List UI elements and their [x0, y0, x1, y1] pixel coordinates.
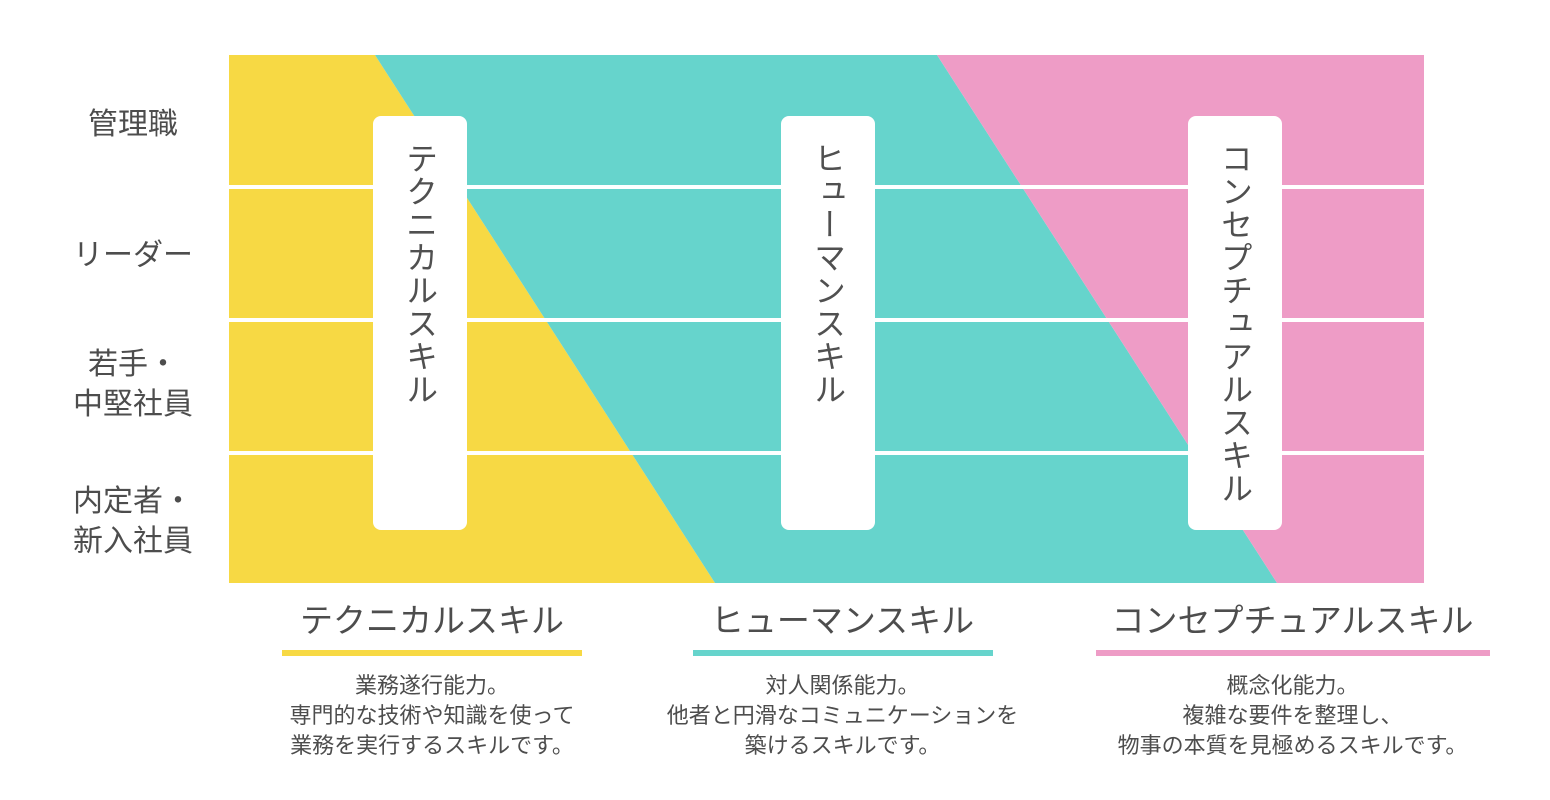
technical-skill-pill-label: テクニカルスキル — [401, 142, 439, 406]
row-label-new-employee: 内定者・ 新入社員 — [73, 484, 193, 559]
technical-skill-pill: テクニカルスキル — [373, 116, 467, 530]
human-skill-legend: ヒューマンスキル 対人関係能力。 他者と円滑なコミュニケーションを 築けるスキル… — [640, 598, 1045, 762]
human-skill-title: ヒューマンスキル — [710, 601, 975, 640]
technical-skill-description: 業務遂行能力。 専門的な技術や知識を使って 業務を実行するスキルです。 — [289, 674, 575, 759]
human-skill-pill: ヒューマンスキル — [781, 116, 875, 530]
technical-skill-underline — [282, 650, 582, 656]
human-skill-underline — [692, 650, 993, 656]
conceptual-skill-pill-label: コンセプチュアルスキル — [1216, 142, 1254, 505]
row-label-leader: リーダー — [73, 238, 193, 273]
conceptual-skill-underline — [1095, 650, 1490, 656]
human-skill-pill-label: ヒューマンスキル — [809, 142, 847, 406]
conceptual-skill-pill: コンセプチュアルスキル — [1188, 116, 1282, 530]
conceptual-skill-title: コンセプチュアルスキル — [1111, 601, 1474, 640]
conceptual-skill-legend: コンセプチュアルスキル 概念化能力。 複雑な要件を整理し、 物事の本質を見極める… — [1085, 598, 1500, 762]
row-label-young-employee: 若手・ 中堅社員 — [73, 347, 193, 422]
conceptual-skill-description: 概念化能力。 複雑な要件を整理し、 物事の本質を見極めるスキルです。 — [1117, 674, 1468, 759]
technical-skill-legend: テクニカルスキル 業務遂行能力。 専門的な技術や知識を使って 業務を実行するスキ… — [272, 598, 592, 762]
human-skill-description: 対人関係能力。 他者と円滑なコミュニケーションを 築けるスキルです。 — [666, 674, 1019, 759]
row-label-manager: 管理職 — [88, 107, 178, 142]
technical-skill-title: テクニカルスキル — [300, 601, 564, 640]
